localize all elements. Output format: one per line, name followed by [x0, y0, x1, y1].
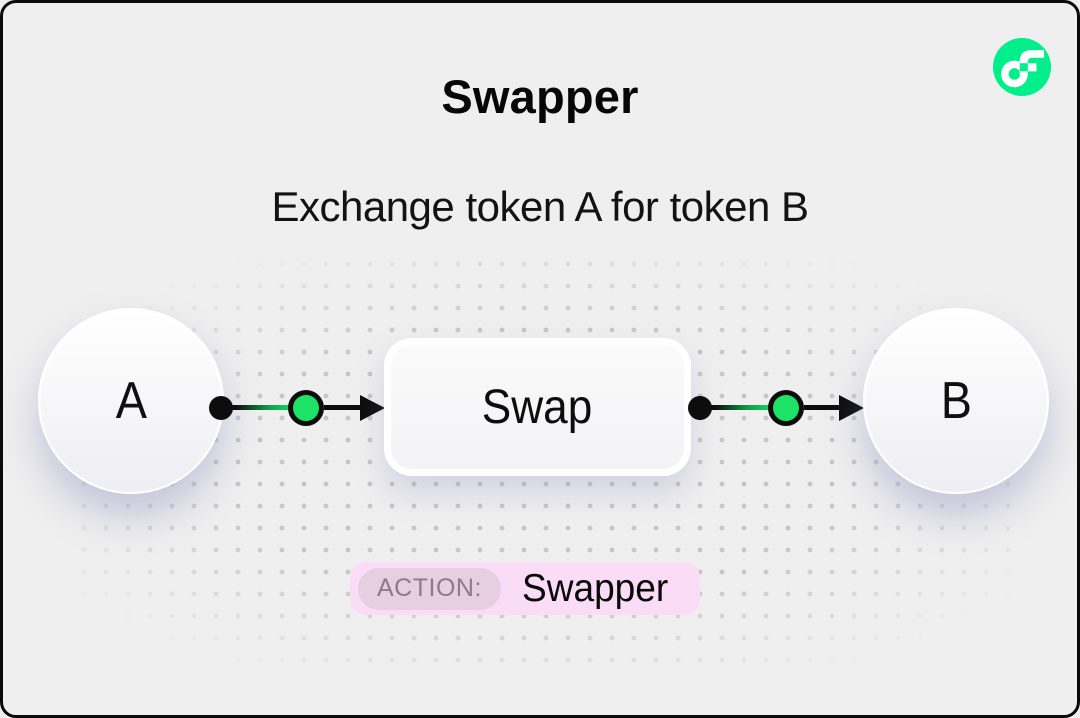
flow-logo-icon: [993, 38, 1051, 96]
arrowhead-left-icon: [360, 395, 385, 421]
token-b-node: B: [863, 308, 1049, 494]
page-title: Swapper: [441, 70, 639, 123]
swap-node: Swap: [384, 338, 691, 476]
token-a-label: A: [115, 372, 147, 430]
connector-right-line: [700, 405, 786, 410]
connector-left-line-2: [324, 405, 362, 410]
swap-node-label: Swap: [482, 380, 593, 434]
page-subtitle: Exchange token A for token B: [271, 183, 809, 230]
connector-right-line-2: [804, 405, 841, 410]
connector-right-port-icon: [768, 390, 804, 426]
action-badge: ACTION: Swapper: [350, 562, 700, 615]
action-badge-value: Swapper: [521, 566, 669, 610]
action-badge-label: ACTION:: [358, 567, 501, 610]
token-b-label: B: [940, 372, 972, 430]
arrowhead-right-icon: [839, 395, 864, 421]
connector-left-line: [221, 405, 306, 410]
connector-left-port-icon: [288, 390, 324, 426]
token-a-node: A: [38, 308, 224, 494]
